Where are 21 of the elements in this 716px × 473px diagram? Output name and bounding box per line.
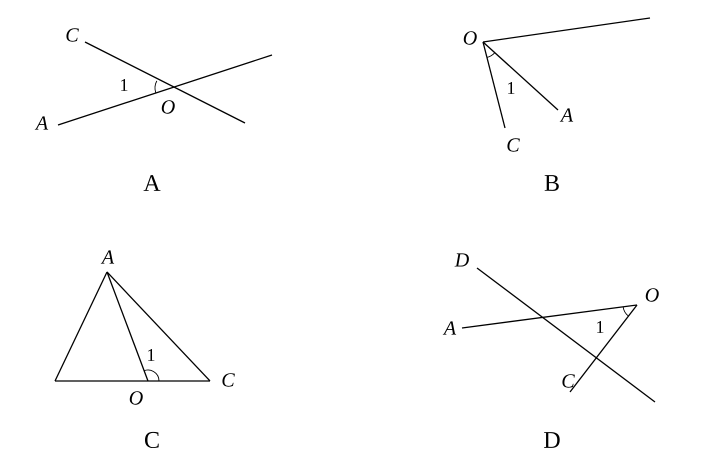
panel-caption: B [544, 175, 559, 191]
point-label: O [464, 31, 477, 45]
angle-label: 1 [148, 349, 154, 361]
point-label: O [130, 391, 143, 405]
point-label: C [66, 28, 79, 42]
angle-label: 1 [121, 79, 128, 91]
point-label: C [562, 374, 575, 388]
point-label: A [100, 250, 114, 264]
panel-caption: D [544, 432, 560, 448]
panel-caption: A [144, 175, 160, 191]
point-label: A [442, 321, 456, 335]
point-label: O [162, 100, 175, 114]
point-label: C [222, 373, 235, 387]
angle-label: 1 [597, 321, 604, 333]
point-label: D [454, 253, 469, 267]
point-label: A [34, 116, 48, 130]
point-label: O [646, 288, 659, 302]
point-label: A [560, 108, 574, 122]
panel-caption: C [145, 432, 159, 448]
point-label: C [507, 138, 520, 152]
angle-label: 1 [508, 82, 514, 94]
